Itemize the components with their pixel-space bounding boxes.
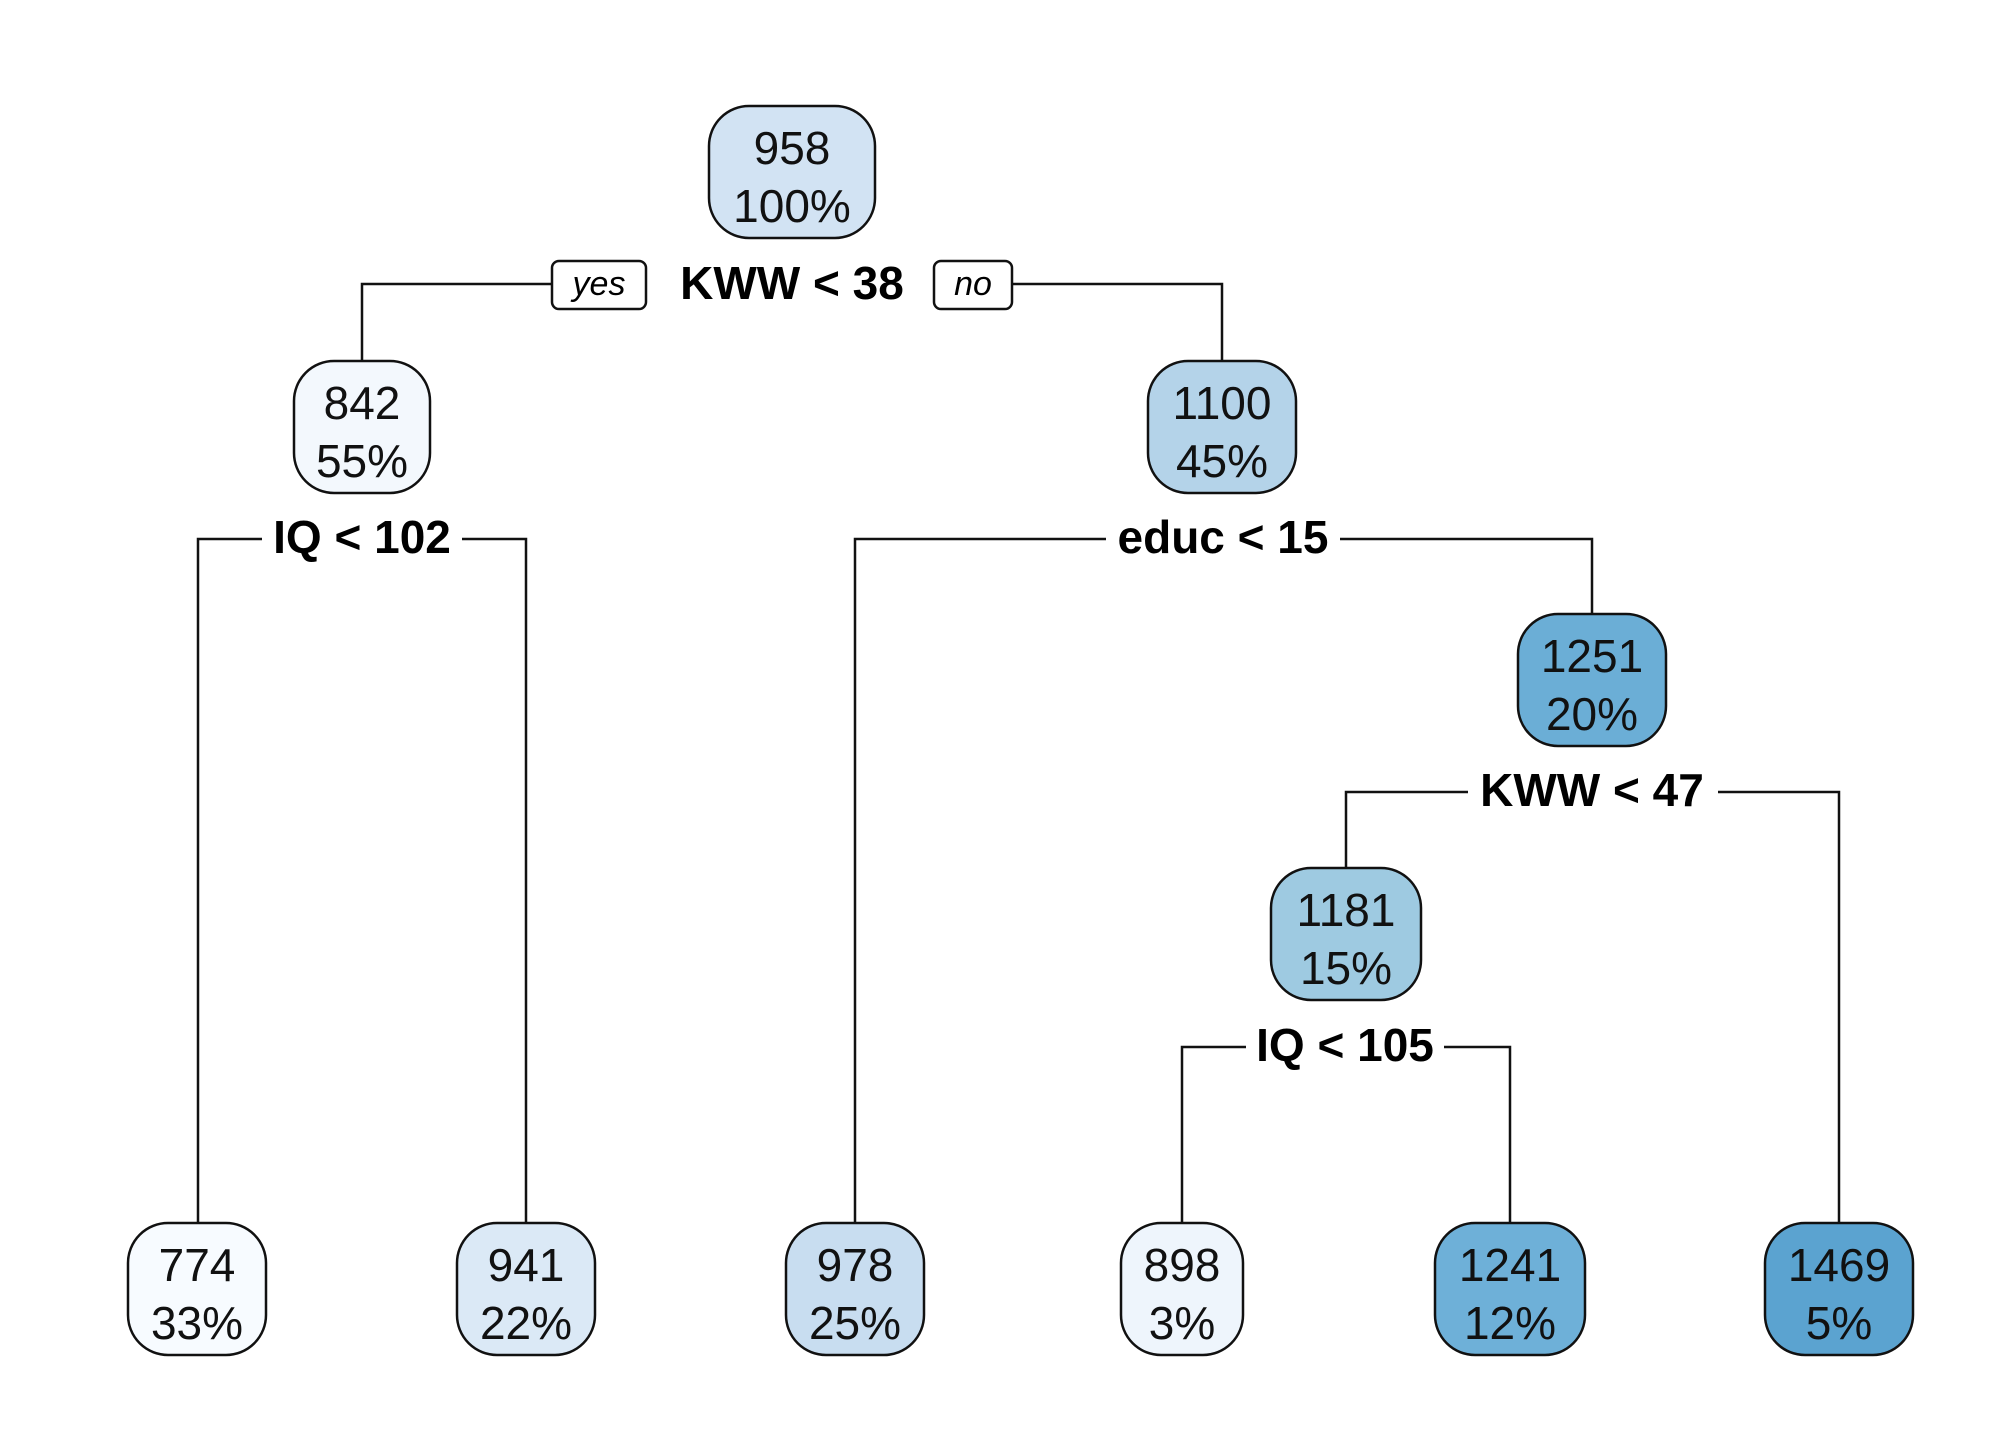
- node-box: [1119, 1221, 1245, 1357]
- node-percent: 55%: [316, 435, 408, 487]
- node-percent: 15%: [1300, 942, 1392, 994]
- node-percent: 5%: [1806, 1297, 1872, 1349]
- tree-node-n3: 1100 45%: [1146, 359, 1298, 495]
- tree-node-n29: 1241 12%: [1433, 1221, 1587, 1357]
- node-percent: 3%: [1149, 1297, 1215, 1349]
- edge-root-right: [940, 282, 1224, 362]
- edge-n2-left: [196, 537, 262, 1224]
- node-box: [1516, 612, 1668, 748]
- node-percent: 20%: [1546, 688, 1638, 740]
- edge-root-left: [360, 282, 640, 362]
- node-box: [784, 1221, 926, 1357]
- branch-label-yes: yes: [550, 259, 648, 311]
- edge-n14-left: [1180, 1045, 1246, 1224]
- node-box: [707, 104, 877, 240]
- node-value: 842: [324, 377, 401, 429]
- branch-label-no-text: no: [954, 265, 992, 303]
- tree-edges: [196, 282, 1841, 1224]
- node-value: 1100: [1173, 377, 1272, 429]
- tree-node-n14: 1181 15%: [1269, 866, 1423, 1002]
- node-percent: 45%: [1176, 435, 1268, 487]
- branch-label-no: no: [932, 259, 1014, 311]
- tree-nodes: 958100%84255%110045%77433%94122%97825%12…: [126, 104, 1915, 1357]
- node-box: [455, 1221, 597, 1357]
- node-box: [1146, 359, 1298, 495]
- node-value: 1241: [1459, 1239, 1561, 1291]
- node-value: 978: [817, 1239, 894, 1291]
- node-value: 1469: [1788, 1239, 1890, 1291]
- node-value: 941: [488, 1239, 565, 1291]
- branch-label-yes-text: yes: [571, 265, 626, 303]
- node-percent: 12%: [1464, 1297, 1556, 1349]
- node-value: 1251: [1541, 630, 1643, 682]
- edge-n14-right: [1444, 1045, 1512, 1224]
- split-label-n14: IQ < 105: [1256, 1019, 1434, 1071]
- node-box: [126, 1221, 268, 1357]
- edge-n2-right: [462, 537, 528, 1224]
- node-box: [292, 359, 432, 495]
- edge-n7-right: [1718, 790, 1841, 1224]
- split-label-n2: IQ < 102: [273, 511, 451, 563]
- split-label-root: KWW < 38: [680, 257, 904, 309]
- node-percent: 22%: [480, 1297, 572, 1349]
- tree-node-n1: 958 100%: [707, 104, 877, 240]
- edge-n3-left: [853, 537, 1106, 1224]
- edge-n3-right: [1340, 537, 1594, 614]
- node-percent: 33%: [151, 1297, 243, 1349]
- node-percent: 25%: [809, 1297, 901, 1349]
- tree-node-n15: 1469 5%: [1763, 1221, 1915, 1357]
- node-box: [1269, 866, 1423, 1002]
- node-value: 1181: [1297, 884, 1396, 936]
- split-label-n7: KWW < 47: [1480, 764, 1704, 816]
- node-value: 958: [754, 122, 831, 174]
- node-box: [1433, 1221, 1587, 1357]
- edge-n7-left: [1344, 790, 1468, 869]
- node-value: 898: [1144, 1239, 1221, 1291]
- node-box: [1763, 1221, 1915, 1357]
- node-percent: 100%: [733, 180, 851, 232]
- tree-node-n7: 1251 20%: [1516, 612, 1668, 748]
- split-label-n3: educ < 15: [1118, 511, 1329, 563]
- node-value: 774: [159, 1239, 236, 1291]
